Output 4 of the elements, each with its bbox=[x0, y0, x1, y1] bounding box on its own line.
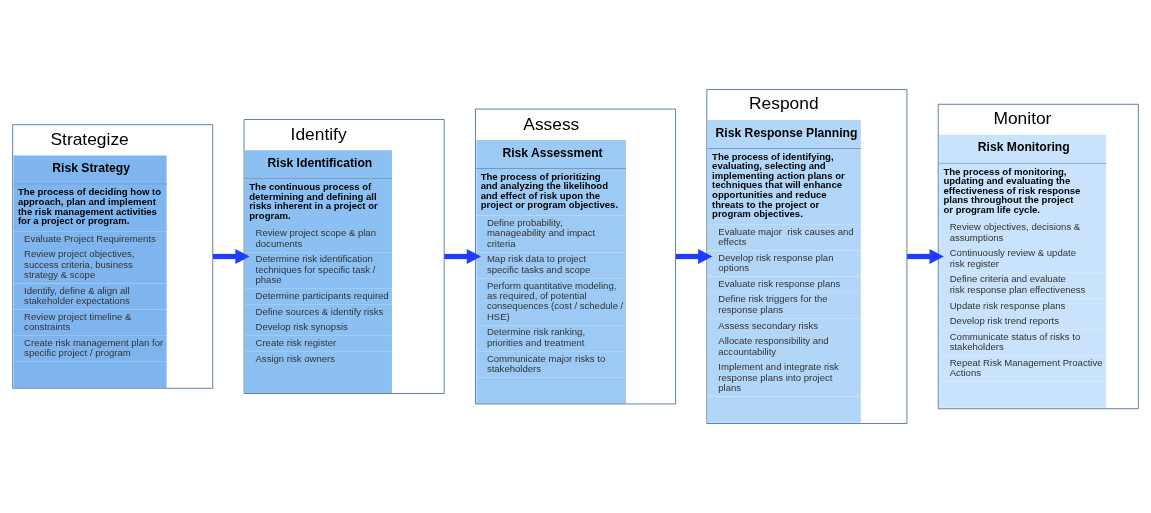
arrow bbox=[907, 249, 944, 264]
arrow bbox=[675, 249, 713, 264]
arrow bbox=[444, 249, 482, 264]
arrow bbox=[213, 249, 250, 264]
